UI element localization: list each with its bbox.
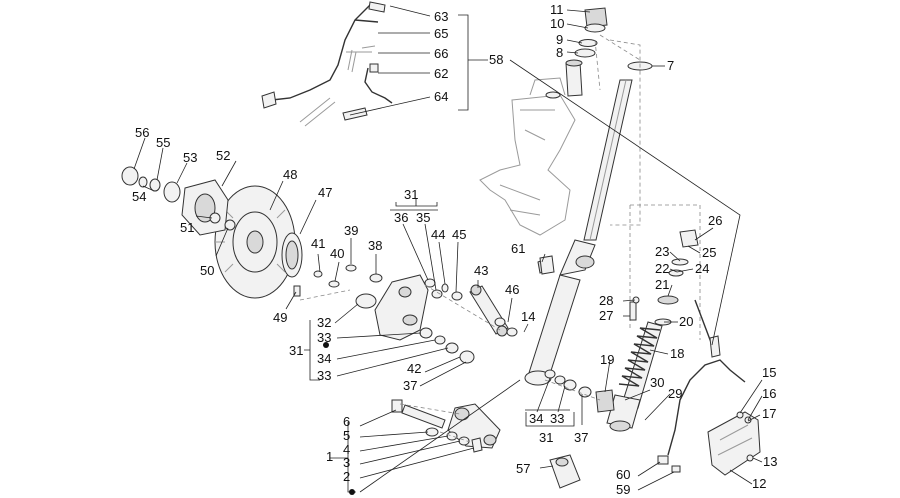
group-brackets [390,209,570,411]
callout-11: 11 [550,2,564,17]
upper-cable-assembly [261,1,393,127]
callout-33-right: 33 [550,411,564,426]
right-bushings [544,369,592,398]
callout-28: 28 [599,293,613,308]
callout-20: 20 [679,314,693,329]
callout-1: 1 [326,449,333,464]
callout-31-upper: 31 [404,187,418,202]
callout-37-left: 37 [403,378,417,393]
callout-19: 19 [600,352,614,367]
callout-50: 50 [200,263,214,278]
callout-15: 15 [762,365,776,380]
callout-13: 13 [763,454,777,469]
callout-36: 36 [394,210,408,225]
callout-10: 10 [550,16,564,31]
bracket-57 [549,454,581,489]
callout-34-left: 34 [317,351,331,366]
callout-2: 2 [343,469,350,484]
callout-12: 12 [752,476,766,491]
callout-41: 41 [311,236,325,251]
callout-27: 27 [599,308,613,323]
bullet-markers [323,342,355,495]
mudguard-cover [657,411,761,476]
shock-absorber [595,204,701,432]
callout-61: 61 [511,241,525,256]
callout-9: 9 [556,32,563,47]
callout-48: 48 [283,167,297,182]
callout-43: 43 [474,263,488,278]
steering-tube [583,79,633,241]
callout-56: 56 [135,125,149,140]
callout-16: 16 [762,386,776,401]
callout-52: 52 [216,148,230,163]
callout-37-right: 37 [574,430,588,445]
callout-34-right: 34 [529,411,543,426]
callout-5: 5 [343,428,350,443]
parts-artwork [121,1,761,489]
callout-45: 45 [452,227,466,242]
callout-22: 22 [655,261,669,276]
callout-40: 40 [330,246,344,261]
steering-frame-outline [479,77,576,236]
callout-7: 7 [667,58,674,73]
callout-53: 53 [183,150,197,165]
callout-14: 14 [521,309,535,324]
brake-caliper [355,274,475,364]
brake-disc [214,185,296,299]
callout-64: 64 [434,89,448,104]
callout-62: 62 [434,66,448,81]
callout-33-left-upper: 33 [317,330,331,345]
callout-35: 35 [416,210,430,225]
callout-30: 30 [650,375,664,390]
assembly-guides [299,39,641,401]
callout-21: 21 [655,277,669,292]
callout-39: 39 [344,223,358,238]
callout-3: 3 [343,455,350,470]
leader-lines [133,5,763,493]
small-hardware [313,255,555,301]
callout-29: 29 [668,386,682,401]
callout-23: 23 [655,244,669,259]
tone-ring [281,232,303,278]
callout-49: 49 [273,310,287,325]
callout-55: 55 [156,135,170,150]
callout-58: 58 [489,52,503,67]
callout-66: 66 [434,46,448,61]
callout-8: 8 [556,45,563,60]
lower-link-parts [391,399,501,453]
callout-60: 60 [616,467,630,482]
callout-46: 46 [505,282,519,297]
callout-65: 65 [434,26,448,41]
callout-32: 32 [317,315,331,330]
callout-4: 4 [343,442,350,457]
callout-labels: 1 2 3 4 5 6 7 8 9 10 11 12 13 14 15 16 1… [132,2,777,497]
callout-44: 44 [431,227,445,242]
callout-47: 47 [318,185,332,200]
callout-59: 59 [616,482,630,497]
callout-51: 51 [180,220,194,235]
callout-24: 24 [695,261,709,276]
callout-18: 18 [670,346,684,361]
callout-6: 6 [343,414,350,429]
link-arm [469,284,518,337]
callout-17: 17 [762,406,776,421]
callout-26: 26 [708,213,722,228]
callout-25: 25 [702,245,716,260]
callout-31-right: 31 [539,430,553,445]
callout-63: 63 [434,9,448,24]
callout-57: 57 [516,461,530,476]
callout-33-left-lower: 33 [317,368,331,383]
callout-38: 38 [368,238,382,253]
wheel-hub [121,166,301,297]
callout-31-left: 31 [289,343,303,358]
callout-54: 54 [132,189,146,204]
fork-leg [524,239,596,386]
callout-42: 42 [407,361,421,376]
